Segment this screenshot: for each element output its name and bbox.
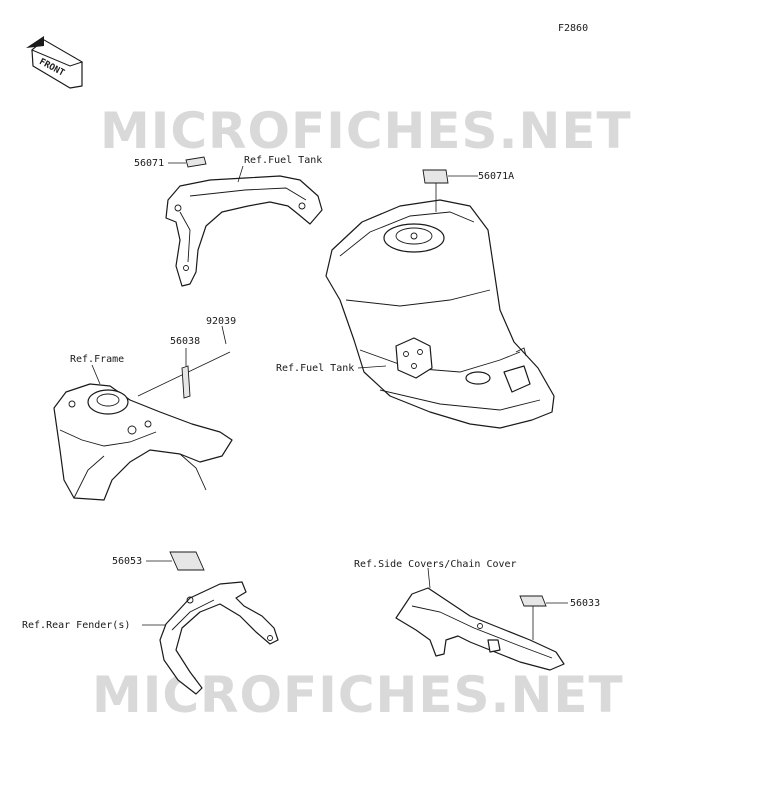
label-ref-fuel-tank-side: Ref.Fuel Tank (276, 363, 354, 374)
rear-fender (159, 581, 279, 695)
label-ref-rear-fender: Ref.Rear Fender(s) (22, 620, 130, 631)
label-56038: 56038 (170, 336, 200, 347)
decal-56071 (185, 156, 207, 168)
label-56071: 56071 (134, 158, 164, 169)
front-arrow-icon: FRONT (26, 36, 84, 89)
label-56071a: 56071A (478, 171, 514, 182)
decal-56053 (169, 551, 205, 571)
tank-cover-bracket (165, 175, 323, 287)
decal-56038 (181, 365, 191, 399)
frame-assembly (53, 383, 233, 501)
label-56053: 56053 (112, 556, 142, 567)
decal-56071a (422, 169, 449, 184)
watermark-bottom: MICROFICHES.NET (92, 666, 624, 724)
figure-code: F2860 (558, 23, 588, 34)
label-ref-fuel-tank-top: Ref.Fuel Tank (244, 155, 322, 166)
chain-cover (395, 587, 565, 671)
label-92039: 92039 (206, 316, 236, 327)
fuel-tank (325, 199, 555, 429)
label-ref-frame: Ref.Frame (70, 354, 124, 365)
decal-56033 (519, 595, 547, 607)
label-ref-side-covers: Ref.Side Covers/Chain Cover (354, 559, 517, 570)
label-56033: 56033 (570, 598, 600, 609)
watermark-top: MICROFICHES.NET (100, 102, 632, 160)
